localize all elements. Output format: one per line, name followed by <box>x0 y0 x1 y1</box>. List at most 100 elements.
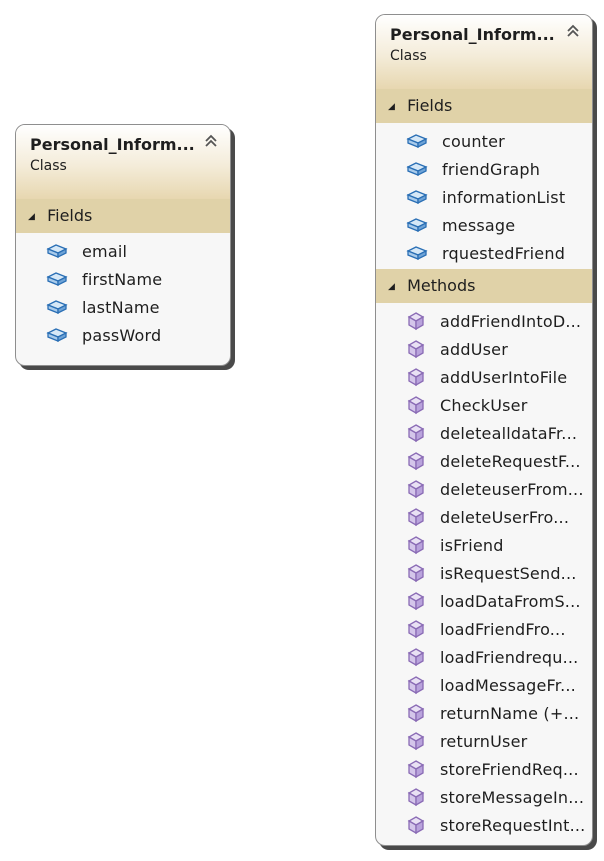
field-list: email firstName lastName passWord <box>16 233 230 353</box>
member-name: addUser <box>440 339 508 359</box>
member-name: deleteRequestF... <box>440 451 581 471</box>
section-title: Methods <box>407 276 476 295</box>
collapse-triangle-icon: ◢ <box>28 211 35 222</box>
field-item[interactable]: passWord <box>16 321 230 349</box>
method-icon <box>406 759 440 779</box>
method-item[interactable]: loadFriendrequ... <box>376 643 592 671</box>
method-item[interactable]: storeRequestInt... <box>376 811 592 839</box>
method-icon <box>406 815 440 835</box>
method-item[interactable]: addUserIntoFile <box>376 363 592 391</box>
member-name: counter <box>442 131 505 151</box>
class-name: Personal_Inform... <box>390 25 555 44</box>
chevron-up-double-icon[interactable] <box>204 133 218 149</box>
methods-section-header[interactable]: ◢ Methods <box>376 269 592 303</box>
method-icon <box>406 563 440 583</box>
member-name: storeRequestInt... <box>440 815 586 835</box>
section-title: Fields <box>407 96 453 115</box>
method-item[interactable]: deleteuserFrom... <box>376 475 592 503</box>
member-name: loadMessageFr... <box>440 675 576 695</box>
method-item[interactable]: loadFriendFro... <box>376 615 592 643</box>
fields-section-header[interactable]: ◢ Fields <box>16 199 230 233</box>
member-name: storeFriendReq... <box>440 759 579 779</box>
method-item[interactable]: deletealldataFr... <box>376 419 592 447</box>
method-icon <box>406 647 440 667</box>
methods-section: ◢ Methods addFriendIntoD... addUser addUse… <box>376 269 592 843</box>
method-icon <box>406 535 440 555</box>
field-item[interactable]: rquestedFriend <box>376 239 592 267</box>
field-item[interactable]: firstName <box>16 265 230 293</box>
field-item[interactable]: email <box>16 237 230 265</box>
field-icon <box>46 298 82 316</box>
method-icon <box>406 675 440 695</box>
field-icon <box>406 244 442 262</box>
field-item[interactable]: friendGraph <box>376 155 592 183</box>
method-item[interactable]: isFriend <box>376 531 592 559</box>
method-item[interactable]: deleteUserFro... <box>376 503 592 531</box>
method-item[interactable]: returnUser <box>376 727 592 755</box>
method-item[interactable]: addUser <box>376 335 592 363</box>
method-item[interactable]: CheckUser <box>376 391 592 419</box>
method-icon <box>406 731 440 751</box>
method-icon <box>406 507 440 527</box>
method-icon <box>406 395 440 415</box>
field-item[interactable]: lastName <box>16 293 230 321</box>
collapse-triangle-icon: ◢ <box>388 101 395 112</box>
method-item[interactable]: loadMessageFr... <box>376 671 592 699</box>
method-icon <box>406 619 440 639</box>
fields-section-header[interactable]: ◢ Fields <box>376 89 592 123</box>
method-item[interactable]: storeMessageIn... <box>376 783 592 811</box>
member-name: loadFriendrequ... <box>440 647 579 667</box>
member-name: lastName <box>82 297 160 317</box>
field-item[interactable]: informationList <box>376 183 592 211</box>
field-icon <box>406 132 442 150</box>
method-icon <box>406 339 440 359</box>
member-name: addUserIntoFile <box>440 367 568 387</box>
method-item[interactable]: deleteRequestF... <box>376 447 592 475</box>
method-icon <box>406 591 440 611</box>
method-icon <box>406 787 440 807</box>
field-icon <box>406 188 442 206</box>
method-item[interactable]: loadDataFromS... <box>376 587 592 615</box>
field-icon <box>46 326 82 344</box>
section-title: Fields <box>47 206 93 225</box>
member-name: rquestedFriend <box>442 243 566 263</box>
collapse-triangle-icon: ◢ <box>388 281 395 292</box>
member-name: returnName (+... <box>440 703 580 723</box>
method-item[interactable]: storeFriendReq... <box>376 755 592 783</box>
chevron-up-double-icon[interactable] <box>566 23 580 39</box>
class-header: Personal_Inform... Class <box>376 15 592 89</box>
member-name: deleteuserFrom... <box>440 479 584 499</box>
member-name: friendGraph <box>442 159 541 179</box>
class-stereotype: Class <box>390 48 427 64</box>
method-icon <box>406 367 440 387</box>
member-name: CheckUser <box>440 395 528 415</box>
method-item[interactable]: returnName (+... <box>376 699 592 727</box>
field-list: counter friendGraph informationList message… <box>376 123 592 269</box>
member-name: informationList <box>442 187 566 207</box>
member-name: isFriend <box>440 535 504 555</box>
method-icon <box>406 703 440 723</box>
class-header: Personal_Inform... Class <box>16 125 230 199</box>
member-name: firstName <box>82 269 163 289</box>
field-item[interactable]: counter <box>376 127 592 155</box>
class-box-user-fields[interactable]: Personal_Inform... Class ◢ Fields email f… <box>15 124 231 366</box>
member-name: passWord <box>82 325 162 345</box>
field-icon <box>406 216 442 234</box>
class-box-main[interactable]: Personal_Inform... Class ◢ Fields counte… <box>375 14 593 846</box>
field-icon <box>46 242 82 260</box>
class-stereotype: Class <box>30 158 67 174</box>
method-item[interactable]: isRequestSend... <box>376 559 592 587</box>
member-name: message <box>442 215 516 235</box>
member-name: email <box>82 241 128 261</box>
member-name: isRequestSend... <box>440 563 577 583</box>
method-item[interactable]: addFriendIntoD... <box>376 307 592 335</box>
field-item[interactable]: message <box>376 211 592 239</box>
member-name: loadFriendFro... <box>440 619 566 639</box>
member-name: deletealldataFr... <box>440 423 578 443</box>
field-icon <box>406 160 442 178</box>
method-icon <box>406 451 440 471</box>
member-name: addFriendIntoD... <box>440 311 582 331</box>
member-name: storeMessageIn... <box>440 787 585 807</box>
method-icon <box>406 311 440 331</box>
